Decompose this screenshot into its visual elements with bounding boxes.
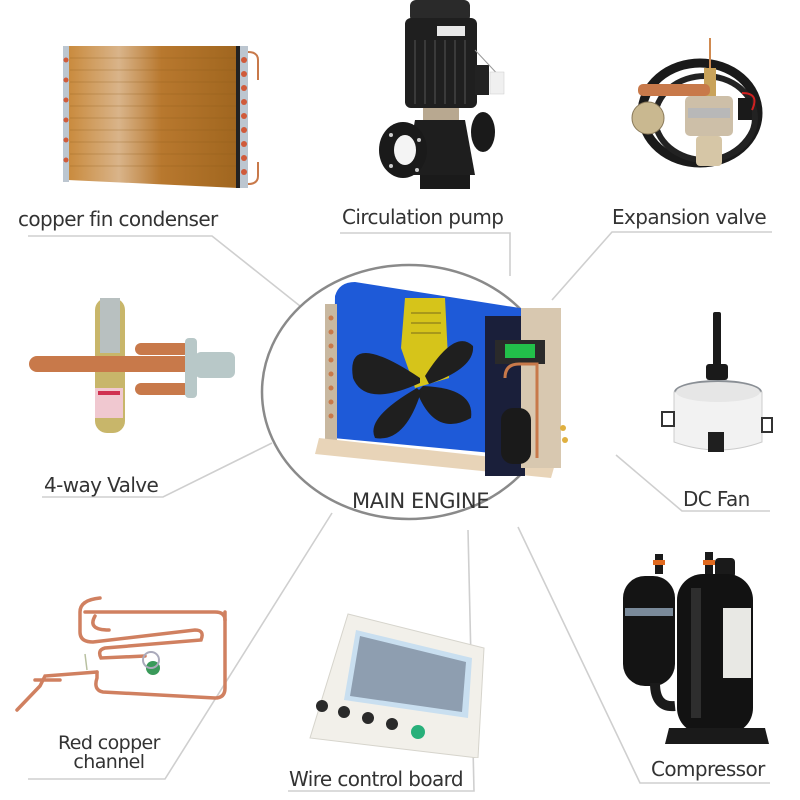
label-compressor: Compressor xyxy=(651,757,765,781)
label-red-copper-channel: Red copper channel xyxy=(58,734,160,772)
label-main-engine: MAIN ENGINE xyxy=(352,489,490,513)
red-copper-channel-image xyxy=(15,596,227,712)
compressor-image xyxy=(623,552,769,744)
label-expansion-valve: Expansion valve xyxy=(612,205,767,229)
copper-fin-condenser-image xyxy=(63,46,259,188)
label-copper-fin-condenser: copper fin condenser xyxy=(18,207,218,231)
wire-control-board-image xyxy=(309,613,485,758)
expansion-valve-image xyxy=(631,38,763,168)
label-red-copper-line1: Red copper xyxy=(58,732,160,754)
label-dc-fan: DC Fan xyxy=(683,487,750,511)
main-engine-image xyxy=(315,282,568,478)
label-red-copper-line2: channel xyxy=(73,751,145,773)
label-4-way-valve: 4-way Valve xyxy=(44,473,159,497)
label-circulation-pump: Circulation pump xyxy=(342,205,504,229)
four-way-valve-image xyxy=(29,298,235,433)
label-wire-control-board: Wire control board xyxy=(289,767,464,791)
circulation-pump-image xyxy=(379,0,505,189)
dc-fan-motor-image xyxy=(661,312,773,452)
